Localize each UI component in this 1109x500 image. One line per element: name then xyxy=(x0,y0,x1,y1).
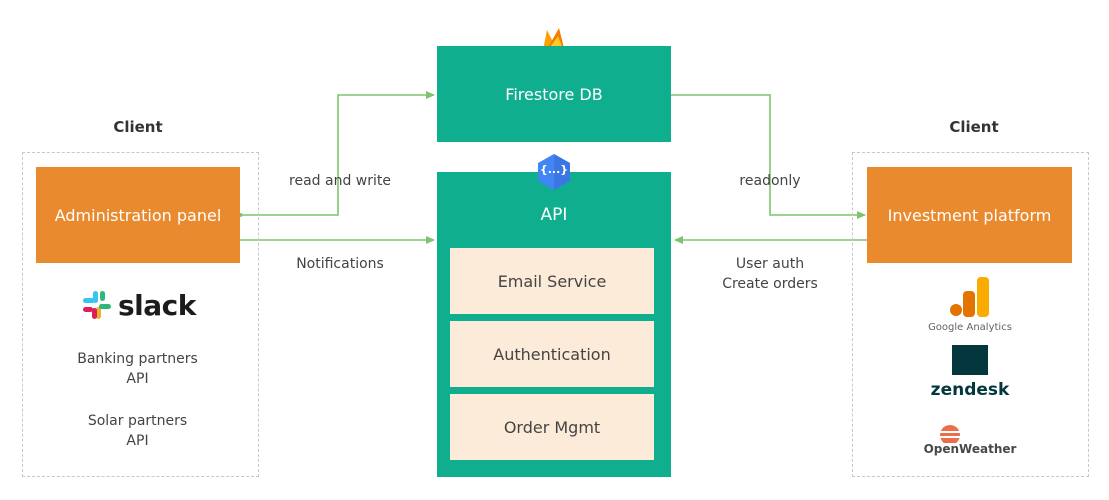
notifications-label: Notifications xyxy=(296,256,384,272)
banking-partners-line2: API xyxy=(126,371,149,387)
readonly-arrow xyxy=(671,94,866,219)
user-auth-line1: User auth xyxy=(735,256,805,272)
email-service-box: Email Service xyxy=(450,248,654,314)
order-mgmt-box: Order Mgmt xyxy=(450,394,654,460)
left-client-container xyxy=(22,152,259,477)
slack-logo: slack xyxy=(81,288,206,322)
right-client-title: Client xyxy=(949,118,999,136)
solar-partners-line2: API xyxy=(126,433,149,449)
user-auth-label: User auth Create orders xyxy=(700,254,840,294)
openweather-icon xyxy=(936,423,964,445)
read-write-arrow xyxy=(236,91,435,219)
google-analytics-label: Google Analytics xyxy=(928,322,1012,333)
administration-panel-box: Administration panel xyxy=(36,167,240,263)
left-client-title: Client xyxy=(113,118,163,136)
right-client-container xyxy=(852,152,1089,477)
solar-partners-line1: Solar partners xyxy=(87,413,188,429)
zendesk-icon xyxy=(950,343,990,377)
readonly-label: readonly xyxy=(739,173,801,189)
banking-partners-line1: Banking partners xyxy=(77,351,198,367)
cloud-functions-icon: {...} xyxy=(535,153,573,191)
firestore-db-box: Firestore DB xyxy=(437,46,671,142)
investment-platform-box: Investment platform xyxy=(867,167,1072,263)
authentication-box: Authentication xyxy=(450,321,654,387)
cloud-functions-glyph: {...} xyxy=(539,163,569,176)
google-analytics-icon xyxy=(949,275,991,317)
read-write-label: read and write xyxy=(289,173,391,189)
solar-partners-label: Solar partners API xyxy=(60,411,215,451)
banking-partners-label: Banking partners API xyxy=(60,349,215,389)
openweather-wordmark: OpenWeather xyxy=(923,442,1017,456)
user-auth-line2: Create orders xyxy=(722,276,818,292)
slack-icon xyxy=(83,291,111,319)
slack-wordmark: slack xyxy=(118,288,196,322)
api-title: API xyxy=(540,205,568,225)
zendesk-wordmark: zendesk xyxy=(930,380,1010,400)
